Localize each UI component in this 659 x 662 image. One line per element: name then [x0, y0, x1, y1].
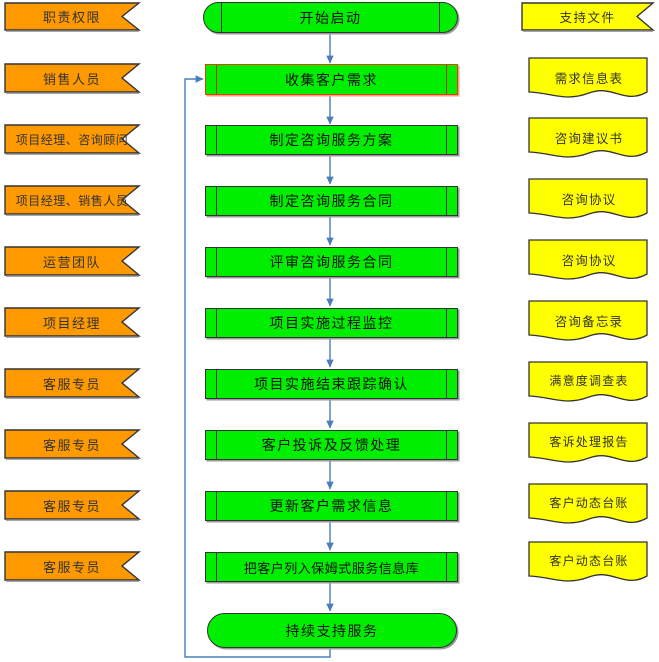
- flow-step-label: 制定咨询服务合同: [269, 195, 394, 210]
- flow-end-label: 持续支持服务: [285, 624, 379, 640]
- document-label: 客诉处理报告: [549, 435, 629, 449]
- responsibility-banner: 运营团队: [4, 246, 141, 277]
- flow-step-label: 更新客户需求信息: [269, 500, 394, 515]
- flow-step-label: 项目实施过程监控: [269, 317, 394, 332]
- document-shape[interactable]: 客诉处理报告: [528, 422, 650, 468]
- flow-step-complaint-handling[interactable]: 客户投诉及反馈处理: [205, 430, 458, 460]
- document-label: 客户动态台账: [549, 554, 629, 568]
- document-shape[interactable]: 客户动态台账: [528, 483, 650, 529]
- responsibility-banner: 客服专员: [4, 551, 141, 582]
- document-shape[interactable]: 满意度调查表: [528, 361, 650, 407]
- flow-step-service-plan[interactable]: 制定咨询服务方案: [205, 125, 458, 155]
- flow-step-label: 把客户列入保姆式服务信息库: [243, 560, 420, 576]
- document-shape[interactable]: 客户动态台账: [528, 541, 650, 587]
- document-shape[interactable]: 需求信息表: [528, 57, 650, 103]
- flow-step-followup-confirm[interactable]: 项目实施结束跟踪确认: [205, 369, 458, 399]
- document-label: 咨询建议书: [554, 132, 624, 146]
- document-label: 需求信息表: [554, 72, 624, 86]
- flow-step-review-contract[interactable]: 评审咨询服务合同: [205, 247, 458, 277]
- flow-step-add-to-service-db[interactable]: 把客户列入保姆式服务信息库: [205, 552, 458, 582]
- flow-step-monitor-execution[interactable]: 项目实施过程监控: [205, 308, 458, 338]
- document-shape[interactable]: 咨询协议: [528, 178, 650, 224]
- document-shape[interactable]: 咨询协议: [528, 239, 650, 285]
- flow-step-label: 项目实施结束跟踪确认: [254, 378, 409, 393]
- flow-start-terminator[interactable]: 开始启动: [203, 2, 458, 33]
- flow-step-label: 客户投诉及反馈处理: [261, 439, 402, 454]
- document-shape[interactable]: 咨询建议书: [528, 117, 650, 163]
- responsibility-column-header: 职责权限: [4, 2, 142, 32]
- flow-end-terminator[interactable]: 持续支持服务: [207, 613, 457, 648]
- flow-step-draft-contract[interactable]: 制定咨询服务合同: [205, 186, 458, 216]
- document-label: 咨询备忘录: [554, 315, 624, 329]
- flow-step-label: 评审咨询服务合同: [269, 256, 394, 271]
- documents-column-header: 支持文件: [521, 2, 655, 32]
- flow-step-label: 收集客户需求: [285, 73, 378, 89]
- responsibility-banner: 销售人员: [4, 63, 141, 94]
- document-label: 咨询协议: [561, 193, 617, 207]
- document-label: 满意度调查表: [549, 374, 629, 388]
- responsibility-banner: 项目经理: [4, 307, 141, 338]
- flow-step-collect-requirements[interactable]: 收集客户需求: [205, 64, 458, 95]
- responsibility-banner: 客服专员: [4, 429, 141, 460]
- responsibility-banner: 客服专员: [4, 368, 141, 399]
- flow-start-label: 开始启动: [299, 11, 362, 27]
- flow-step-update-requirements[interactable]: 更新客户需求信息: [205, 491, 458, 521]
- responsibility-banner: 项目经理、销售人员: [4, 185, 141, 216]
- flow-step-label: 制定咨询服务方案: [269, 134, 394, 149]
- document-label: 咨询协议: [561, 254, 617, 268]
- responsibility-banner: 客服专员: [4, 490, 141, 521]
- document-shape[interactable]: 咨询备忘录: [528, 300, 650, 346]
- document-label: 客户动态台账: [549, 496, 629, 510]
- responsibility-banner: 项目经理、咨询顾问: [4, 124, 141, 155]
